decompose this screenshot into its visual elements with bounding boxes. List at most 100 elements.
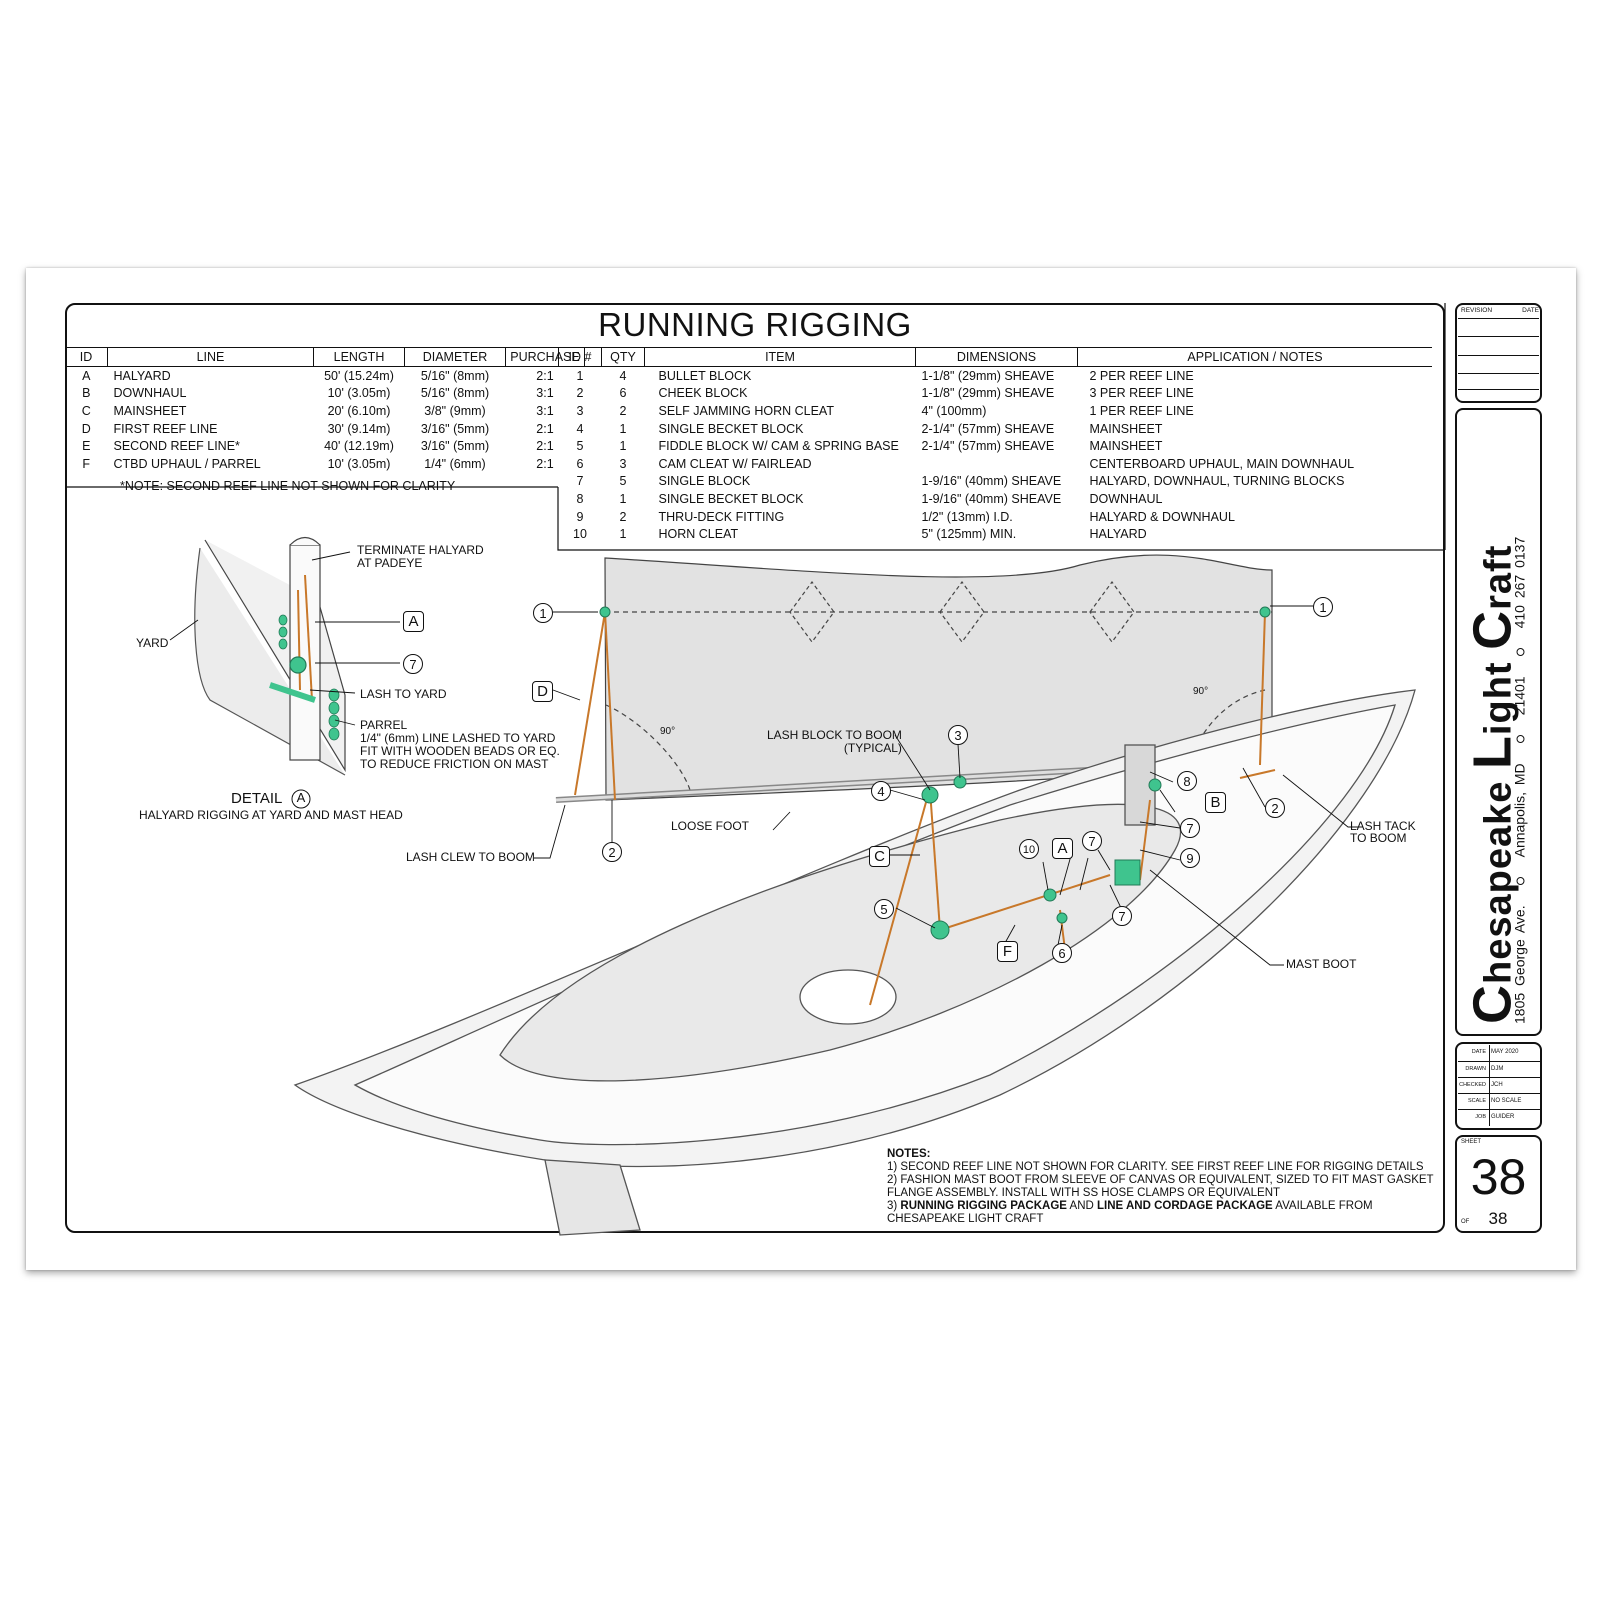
table-cell: 3:1 (536, 386, 554, 401)
city: Annapolis, MD (1511, 763, 1528, 858)
table-cell: DOWNHAUL (113, 386, 187, 401)
lash-tack-line-2: TO BOOM (1350, 831, 1407, 845)
table-cell: 10' (3.05m) (327, 386, 391, 401)
detail-callout-a: A (403, 611, 424, 632)
table-cell: 1 (619, 421, 627, 436)
hull (293, 689, 1416, 1236)
table-cell: 5 (619, 474, 627, 489)
table-cell: 2-1/4" (57mm) SHEAVE (921, 439, 1055, 454)
table-cell: 40' (12.19m) (324, 439, 394, 454)
table-cell: HORN CLEAT (658, 527, 739, 542)
callout-1-right: 1 (1313, 597, 1333, 617)
items-table-header: ID # QTY ITEM DIMENSIONS APPLICATION / N… (558, 347, 1432, 367)
note-3-and: AND (1066, 1200, 1098, 1212)
detail-a-sketch (194, 536, 346, 776)
detail-a-caption: HALYARD RIGGING AT YARD AND MAST HEAD (139, 808, 403, 822)
table-cell: 2:1 (536, 456, 554, 471)
callout-b: B (1205, 792, 1226, 813)
sheet-total: 38 (1488, 1209, 1508, 1228)
table-cell: 2:1 (536, 368, 554, 383)
callout-d: D (532, 681, 553, 702)
table-cell: 3/8" (9mm) (424, 403, 486, 418)
note-3-package-2: LINE AND CORDAGE PACKAGE (1097, 1200, 1273, 1212)
detail-a-symbol (291, 789, 311, 809)
lash-clew-label: LASH CLEW TO BOOM (406, 850, 535, 864)
parrel-line-1: PARREL (360, 718, 408, 732)
callout-a: A (1052, 838, 1073, 859)
revision-rule (1458, 355, 1539, 356)
callout-2-left: 2 (602, 842, 622, 862)
callout-1-left: 1 (533, 603, 553, 623)
items-table: ID # QTY ITEM DIMENSIONS APPLICATION / N… (558, 347, 1432, 543)
revision-rule (1458, 336, 1539, 337)
table-cell: 6 (619, 386, 627, 401)
table-cell: SINGLE BLOCK (658, 474, 751, 489)
terminate-line-2: AT PADEYE (357, 556, 423, 570)
second-reef-note: *NOTE: SECOND REEF LINE NOT SHOWN FOR CL… (120, 479, 456, 493)
lash-tack-line-1: LASH TACK (1350, 819, 1416, 833)
callout-2-right: 2 (1265, 798, 1285, 818)
parrel-label: PARREL 1/4" (6mm) LINE LASHED TO YARD FI… (360, 719, 560, 771)
info-key: DATE (1471, 1049, 1486, 1055)
col-header: DIMENSIONS (915, 347, 1078, 367)
callout-8: 8 (1177, 771, 1197, 791)
info-value: NO SCALE (1491, 1097, 1522, 1104)
table-cell: 3 PER REEF LINE (1089, 386, 1194, 401)
table-cell: 5" (125mm) MIN. (921, 527, 1017, 542)
notes-heading: NOTES: (887, 1148, 931, 1160)
table-cell: 3 (576, 403, 584, 418)
loose-foot-label: LOOSE FOOT (671, 819, 750, 833)
revision-date-label: DATE (1522, 307, 1539, 314)
note-3-prefix: 3) (887, 1200, 901, 1212)
table-cell: BULLET BLOCK (658, 368, 752, 383)
callout-3: 3 (948, 725, 968, 745)
drawing-frame (65, 303, 1445, 1233)
table-cell: 30' (9.14m) (327, 421, 391, 436)
table-cell: HALYARD (1089, 527, 1147, 542)
logo-box (1455, 408, 1542, 1036)
company-logo: Chesapeake Light Craft 1805 George Ave.A… (1458, 408, 1543, 1036)
table-cell: 1 (619, 491, 627, 506)
detail-callout-7: 7 (403, 654, 423, 674)
angle-right-label: 90° (1193, 686, 1209, 697)
table-cell: E (82, 439, 91, 454)
table-cell: 5/16" (8mm) (420, 386, 490, 401)
table-cell: DOWNHAUL (1089, 491, 1163, 506)
callout-4: 4 (871, 781, 891, 801)
separator-dot (1516, 735, 1525, 744)
info-value: MAY 2020 (1491, 1048, 1519, 1055)
zip: 21401 (1511, 676, 1528, 716)
table-cell: FIRST REEF LINE (113, 421, 218, 436)
note-3-package-1: RUNNING RIGGING PACKAGE (900, 1200, 1067, 1212)
table-cell: MAINSHEET (1089, 421, 1163, 436)
lash-tack-label: LASH TACK TO BOOM (1350, 820, 1416, 844)
col-header: ITEM (644, 347, 916, 367)
terminate-line-1: TERMINATE HALYARD (357, 543, 484, 557)
col-header: APPLICATION / NOTES (1077, 347, 1432, 367)
table-cell: 2:1 (536, 439, 554, 454)
mast-boot-label: MAST BOOT (1286, 957, 1357, 971)
table-cell: 4 (619, 368, 627, 383)
col-header: QTY (601, 347, 645, 367)
page-title: RUNNING RIGGING (598, 306, 912, 343)
parrel-line-4: TO REDUCE FRICTION ON MAST (360, 757, 549, 771)
table-cell: C (81, 403, 91, 418)
separator-dot (1516, 877, 1525, 886)
table-cell: 50' (15.24m) (324, 368, 394, 383)
table-cell: 2-1/4" (57mm) SHEAVE (921, 421, 1055, 436)
sheet-of-label: OF (1461, 1219, 1470, 1225)
revision-rule (1458, 318, 1539, 319)
revision-rule (1458, 389, 1539, 390)
lash-to-yard-label: LASH TO YARD (360, 687, 447, 701)
sheet-number-box (1455, 1135, 1542, 1233)
table-cell: D (81, 421, 91, 436)
